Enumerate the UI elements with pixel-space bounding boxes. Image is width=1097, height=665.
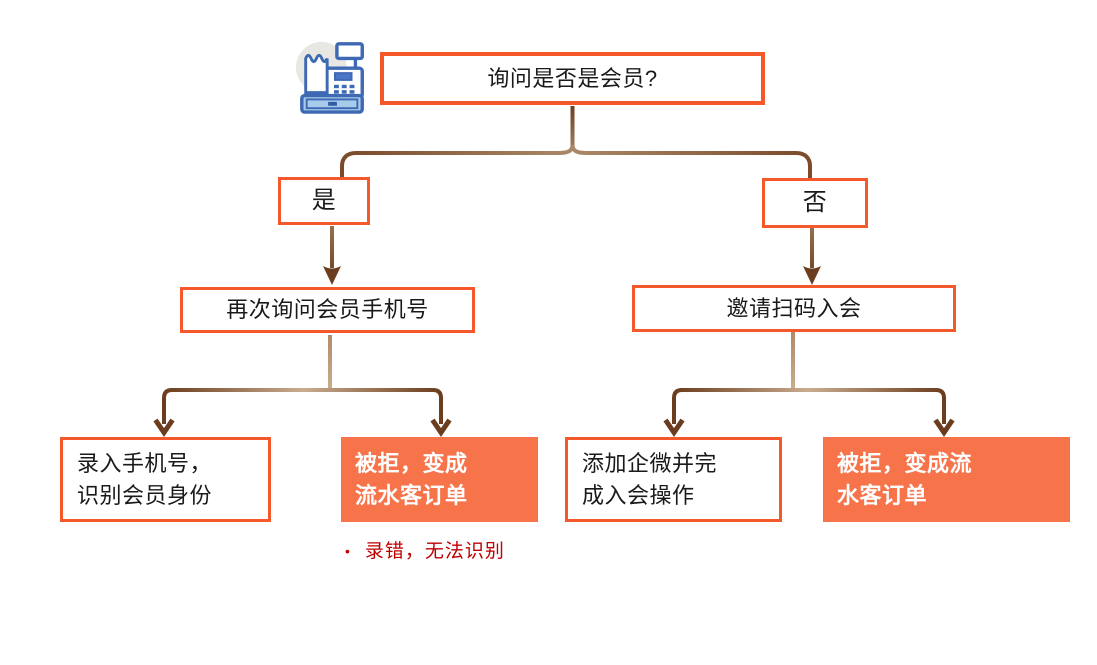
note-text: 录错，无法识别 <box>364 541 505 562</box>
node-enter-phone-identify: 录入手机号， 识别会员身份 <box>60 437 271 522</box>
note-entry-error: • 录错，无法识别 <box>345 536 505 563</box>
cash-register-icon <box>294 38 372 116</box>
node-rejected-walkin-right: 被拒，变成流 水客订单 <box>823 437 1070 522</box>
node-label-line1: 被拒，变成 <box>355 450 468 476</box>
node-ask-if-member: 询问是否是会员? <box>380 52 765 105</box>
node-label: 否 <box>802 189 828 216</box>
node-add-wecom-complete: 添加企微并完 成入会操作 <box>565 437 782 522</box>
node-label: 是 <box>311 187 337 214</box>
node-label-line2: 识别会员身份 <box>77 482 213 508</box>
node-invite-scan-join: 邀请扫码入会 <box>632 285 956 332</box>
node-ask-phone-again: 再次询问会员手机号 <box>180 287 475 333</box>
node-label-line2: 流水客订单 <box>355 482 468 508</box>
node-label-line2: 水客订单 <box>837 482 928 508</box>
node-yes: 是 <box>278 177 370 225</box>
node-label-line1: 添加企微并完 <box>582 450 718 476</box>
node-label-line1: 录入手机号， <box>77 450 213 476</box>
node-label: 再次询问会员手机号 <box>226 297 429 323</box>
node-rejected-walkin-left: 被拒，变成 流水客订单 <box>341 437 538 522</box>
node-label-line2: 成入会操作 <box>582 482 695 508</box>
node-no: 否 <box>762 178 868 228</box>
node-label: 询问是否是会员? <box>487 65 658 91</box>
node-label: 邀请扫码入会 <box>726 295 862 321</box>
bullet-icon: • <box>345 542 351 559</box>
node-label-line1: 被拒，变成流 <box>837 450 973 476</box>
